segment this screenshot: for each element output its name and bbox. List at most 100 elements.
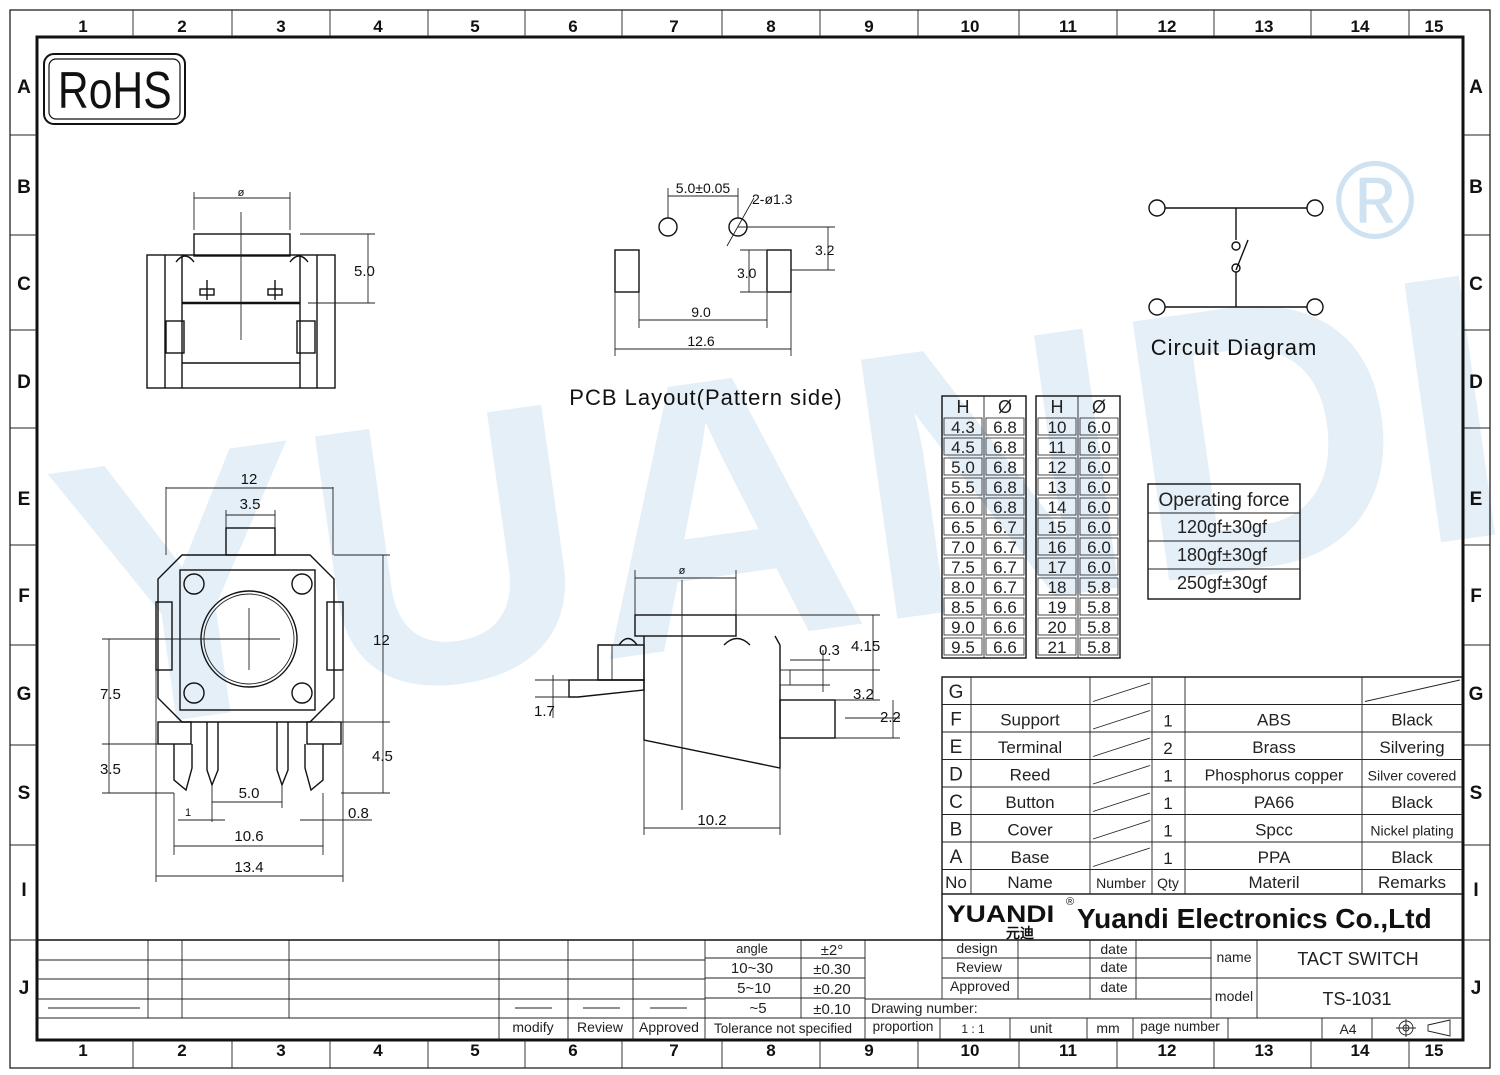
tol-angle-value: ±2°: [821, 942, 844, 959]
height-table-left-cell-box: [985, 597, 1025, 616]
height-table-right-diameter-value: 6.0: [1087, 538, 1111, 557]
row-label-left: B: [17, 177, 31, 198]
bom-row-no: C: [949, 792, 963, 813]
pcb-layout-title: PCB Layout(Pattern side): [569, 385, 842, 410]
height-table-left-height-value: 5.0: [951, 458, 975, 477]
rev-approved: Approved: [639, 1019, 699, 1035]
bom-row-material: Brass: [1252, 738, 1295, 757]
bom-header-qty: Qty: [1157, 875, 1179, 891]
row-label-left: A: [17, 77, 31, 98]
height-table-right-cell-box: [1037, 457, 1077, 476]
row-label-left: I: [21, 880, 26, 901]
height-table-left-height-value: 9.0: [951, 618, 975, 637]
tol-value-2: ±0.20: [813, 981, 850, 998]
height-table-left-diameter-value: 6.6: [993, 618, 1017, 637]
col-label-top: 1: [78, 17, 87, 36]
dim-5-0: 5.0: [239, 785, 260, 802]
bom-row-remarks: Nickel plating: [1370, 823, 1453, 839]
height-table-right-diameter-value: 6.0: [1087, 418, 1111, 437]
height-table-left-diameter-value: 6.8: [993, 478, 1017, 497]
bom-row-material: PA66: [1254, 793, 1294, 812]
height-table-right-cell-box: [1079, 617, 1119, 636]
height-table-right-header-h: H: [1051, 397, 1064, 417]
dim-3-2: 3.2: [815, 242, 835, 258]
height-table-right-height-value: 21: [1048, 638, 1067, 657]
unit-label: unit: [1030, 1020, 1053, 1036]
height-table-left-diameter-value: 6.8: [993, 438, 1017, 457]
col-label-bottom: 11: [1059, 1041, 1077, 1060]
bom-row-material: ABS: [1257, 711, 1291, 730]
row-label-right: S: [1470, 783, 1483, 804]
col-label-bottom: 12: [1158, 1041, 1177, 1060]
dim-7-5: 7.5: [100, 686, 121, 703]
col-label-top: 8: [766, 17, 775, 36]
bom-row-no: F: [950, 710, 962, 731]
bom-number-slash: [1092, 820, 1151, 840]
rev-modify: modify: [512, 1019, 553, 1035]
tol-not-specified: Tolerance not specified: [714, 1021, 852, 1036]
height-table-right-height-value: 11: [1048, 438, 1066, 457]
height-table-left-cell-box: [985, 537, 1025, 556]
date-label-2: date: [1100, 959, 1127, 975]
dim-3-5-low: 3.5: [100, 761, 121, 778]
height-table-left-cell-box: [943, 537, 983, 556]
height-table-right-height-value: 17: [1048, 558, 1067, 577]
circuit-title: Circuit Diagram: [1151, 335, 1318, 360]
company-registered: ®: [1066, 896, 1074, 908]
dim-4-5: 4.5: [372, 748, 393, 765]
operating-force-table: Operating force 120gf±30gf 180gf±30gf 25…: [1147, 483, 1301, 600]
col-label-top: 3: [276, 17, 285, 36]
height-table-left-diameter-value: 6.7: [993, 518, 1017, 537]
height-table-left-cell-box: [943, 457, 983, 476]
height-table-left-cell-box: [985, 617, 1025, 636]
height-table-right-diameter-value: 6.0: [1087, 498, 1111, 517]
height-table-right-height-value: 15: [1048, 518, 1067, 537]
tol-range-3: ~5: [749, 1000, 766, 1017]
col-label-top: 7: [669, 17, 678, 36]
height-table-right-height-value: 13: [1048, 478, 1067, 497]
height-table-right-diameter-value: 5.8: [1087, 578, 1111, 597]
col-label-bottom: 13: [1255, 1041, 1274, 1060]
dim-3-0: 3.0: [737, 265, 757, 281]
col-label-top: 2: [177, 17, 186, 36]
review-label: Review: [956, 959, 1003, 975]
col-label-top: 13: [1255, 17, 1274, 36]
size-value: A4: [1339, 1021, 1356, 1037]
height-table-left-cell-box: [985, 497, 1025, 516]
height-table-left-height-value: 8.5: [951, 598, 975, 617]
pcb-layout: 5.0±0.05 2-ø1.3 3.2 3.0 9.0 12.6 PCB Lay…: [569, 180, 842, 410]
model-label: model: [1215, 988, 1253, 1004]
height-table-left-diameter-value: 6.7: [993, 578, 1017, 597]
height-table-right-cell-box: [1079, 457, 1119, 476]
rohs-label: RoHS: [58, 62, 172, 120]
row-label-right: J: [1471, 978, 1482, 999]
date-label-1: date: [1100, 941, 1127, 957]
height-table-right-cell-box: [1079, 577, 1119, 596]
bom-number-slash: [1092, 792, 1151, 812]
company-logo: YUANDI: [947, 900, 1054, 927]
col-label-bottom: 10: [961, 1041, 980, 1060]
height-table-right-diameter-value: 5.8: [1087, 618, 1111, 637]
registered-mark: ®: [1334, 139, 1415, 262]
height-table-left-cell-box: [985, 637, 1025, 656]
col-label-top: 11: [1059, 17, 1077, 36]
height-table-left-header-h: H: [957, 397, 970, 417]
height-table-left-cell-box: [985, 517, 1025, 536]
front-view: 12 3.5 12 7.5 3.5 4.5 1 5.0 0.8 10.6 13.…: [100, 471, 393, 882]
height-table-left-cell-box: [985, 457, 1025, 476]
row-label-right: D: [1469, 372, 1483, 393]
bom-row-qty: 1: [1163, 822, 1172, 841]
height-table-right-cell-box: [1079, 597, 1119, 616]
bom-row-remarks: Silvering: [1379, 738, 1444, 757]
bom-number-slash: [1092, 710, 1151, 730]
dim-height-top: 5.0: [354, 263, 375, 280]
col-label-top: 6: [568, 17, 577, 36]
dim-0-8: 0.8: [348, 805, 369, 822]
height-table-left-height-value: 7.0: [951, 538, 975, 557]
height-table-left-diameter-value: 6.6: [993, 638, 1017, 657]
bom-header-number: Number: [1096, 875, 1146, 891]
height-table-right-cell-box: [1079, 417, 1119, 436]
height-table-left-diameter-value: 6.7: [993, 538, 1017, 557]
height-table-right-cell-box: [1037, 537, 1077, 556]
dim-phi-bottom: ø: [679, 565, 686, 577]
